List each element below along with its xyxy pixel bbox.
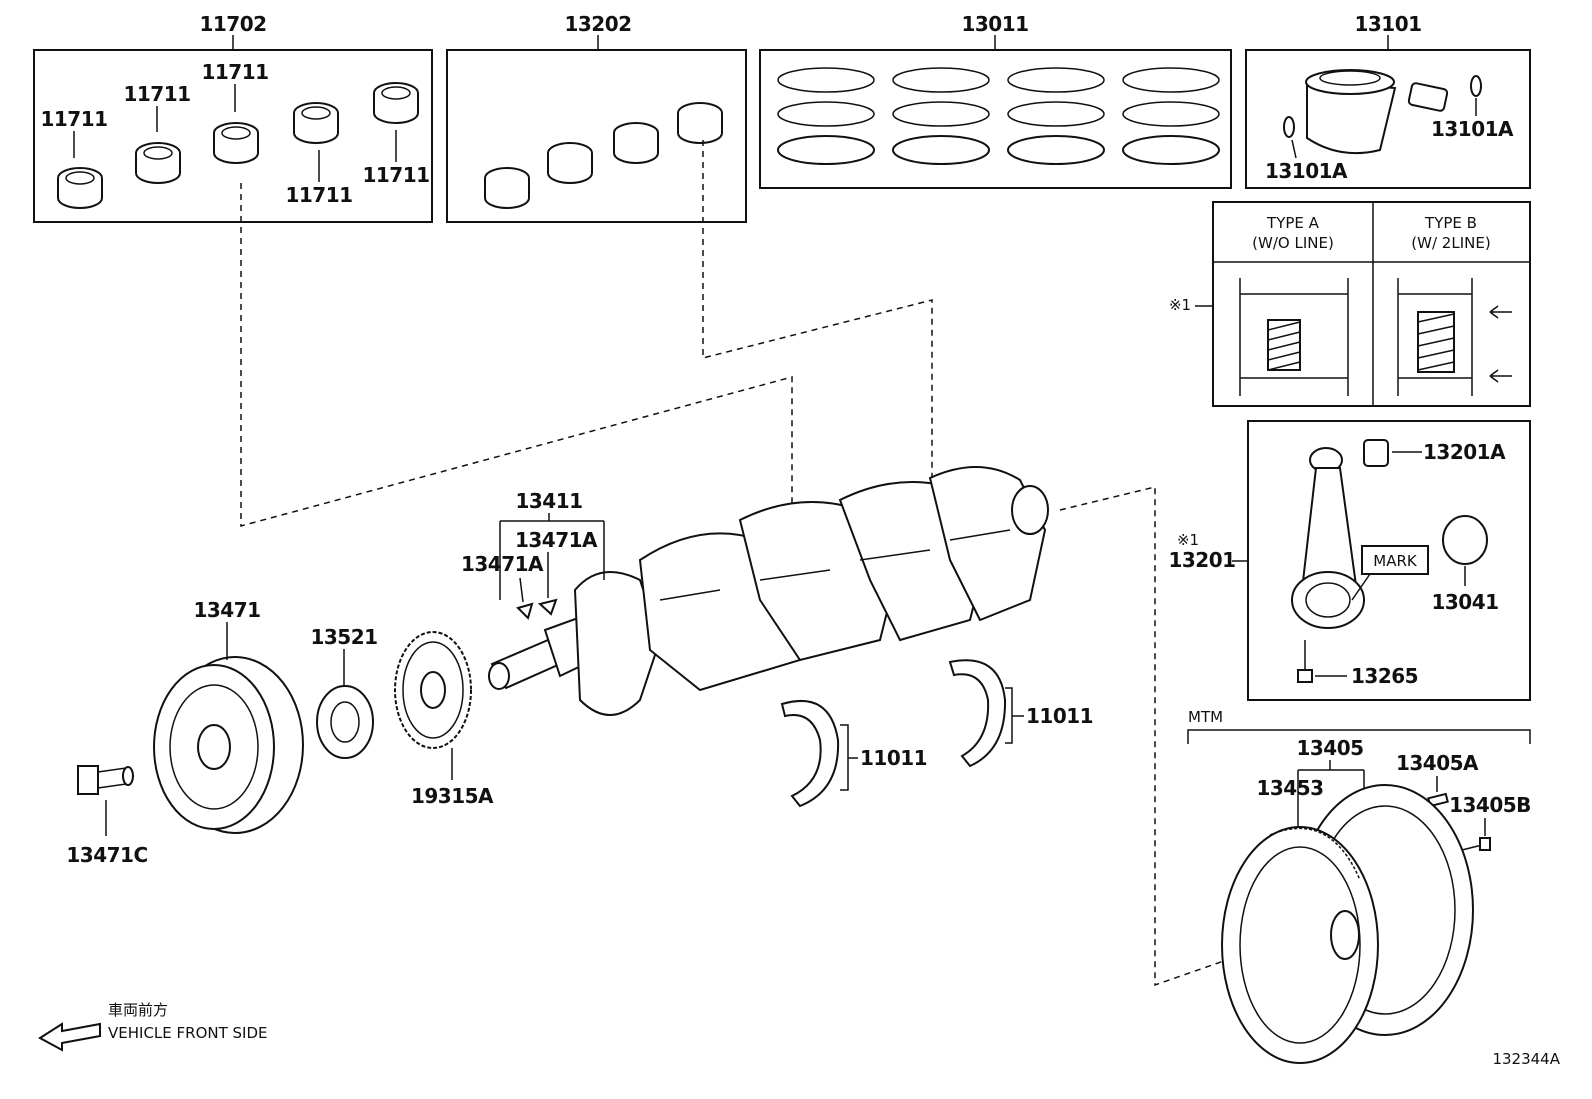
label-13405B[interactable]: 13405B [1449, 793, 1531, 817]
label-13201-note: ※1 [1177, 531, 1199, 549]
label-11711-b[interactable]: 11711 [123, 82, 191, 106]
mtm-section: MTM 13405 13453 13405A 13405B [1187, 708, 1531, 1064]
label-11011-a[interactable]: 11011 [860, 746, 928, 770]
label-13521[interactable]: 13521 [310, 625, 378, 649]
label-13405[interactable]: 13405 [1296, 736, 1364, 760]
label-13202[interactable]: 13202 [564, 12, 632, 36]
direction-en: VEHICLE FRONT SIDE [108, 1024, 268, 1042]
label-11711-a[interactable]: 11711 [40, 107, 108, 131]
group-13101: 13101 13101A 13101A [1245, 12, 1531, 189]
label-11711-c[interactable]: 11711 [201, 60, 269, 84]
label-11711-e[interactable]: 11711 [362, 163, 430, 187]
thrust-washer-icon [780, 659, 1007, 808]
direction-jp: 車両前方 [108, 1001, 168, 1019]
bushing-icon [1363, 439, 1389, 467]
figure-id: 132344A [1492, 1050, 1560, 1068]
connecting-rod-icon [1291, 447, 1365, 629]
crank-keys [516, 598, 558, 620]
label-13041[interactable]: 13041 [1431, 590, 1499, 614]
label-13265[interactable]: 13265 [1351, 664, 1419, 688]
mark-box [1361, 545, 1429, 575]
dashed-leaders [240, 140, 1256, 987]
vehicle-front-arrow-icon [38, 1022, 101, 1052]
type-a-title: TYPE A [1266, 214, 1320, 232]
type-b-bearing-icon [1397, 278, 1512, 396]
piston-ring-sets [777, 67, 1220, 165]
label-13453[interactable]: 13453 [1256, 776, 1324, 800]
mtm-label: MTM [1188, 708, 1223, 726]
group-13011: 13011 [759, 12, 1232, 189]
snap-ring-icon [1283, 116, 1295, 138]
flywheel-icon [1221, 784, 1474, 1064]
pulley-bolt-icon [77, 765, 134, 795]
type-b-sub: (W/ 2LINE) [1411, 234, 1490, 252]
snap-ring-icon [1470, 75, 1482, 97]
crankshaft-icon [488, 466, 1049, 716]
label-13411[interactable]: 13411 [515, 489, 583, 513]
label-13101A-b[interactable]: 13101A [1265, 159, 1349, 183]
label-13405A[interactable]: 13405A [1396, 751, 1480, 775]
label-13101A-a[interactable]: 13101A [1431, 117, 1515, 141]
label-13201A[interactable]: 13201A [1423, 440, 1507, 464]
label-19315A[interactable]: 19315A [411, 784, 495, 808]
label-13471[interactable]: 13471 [193, 598, 261, 622]
type-a-sub: (W/O LINE) [1252, 234, 1334, 252]
label-11011-b[interactable]: 11011 [1026, 704, 1094, 728]
label-11711-d[interactable]: 11711 [285, 183, 353, 207]
label-13471C[interactable]: 13471C [66, 843, 148, 867]
timing-rotor-icon [394, 631, 472, 749]
mark-label: MARK [1373, 552, 1418, 570]
crank-sprocket-icon [316, 685, 374, 759]
label-13471A-b[interactable]: 13471A [461, 552, 545, 576]
group-13202: 13202 [446, 12, 747, 223]
note-mark: ※1 [1169, 296, 1191, 314]
flywheel-bolt-icon [1461, 837, 1491, 851]
type-table: TYPE A (W/O LINE) TYPE B (W/ 2LINE) ※1 [1169, 201, 1531, 407]
label-11702[interactable]: 11702 [199, 12, 267, 36]
piston-icon [1305, 69, 1397, 155]
group-11702: 11702 11711 11711 11711 11711 11711 [33, 12, 433, 223]
rod-bearing-shells [484, 102, 723, 209]
label-13011[interactable]: 13011 [961, 12, 1029, 36]
piston-pin-icon [1407, 82, 1449, 112]
rod-bolt-icon [1297, 640, 1313, 683]
group-13201: 13201A 13041 MARK 13265 ※1 13201 [1168, 420, 1531, 701]
main-bearing-shells [57, 82, 419, 209]
type-b-title: TYPE B [1424, 214, 1477, 232]
label-13471A-a[interactable]: 13471A [515, 528, 599, 552]
label-13201[interactable]: 13201 [1168, 548, 1236, 572]
label-13101[interactable]: 13101 [1354, 12, 1422, 36]
rod-bearing-icon [1442, 515, 1488, 565]
type-a-bearing-icon [1239, 278, 1349, 396]
crank-pulley-icon [153, 656, 304, 834]
